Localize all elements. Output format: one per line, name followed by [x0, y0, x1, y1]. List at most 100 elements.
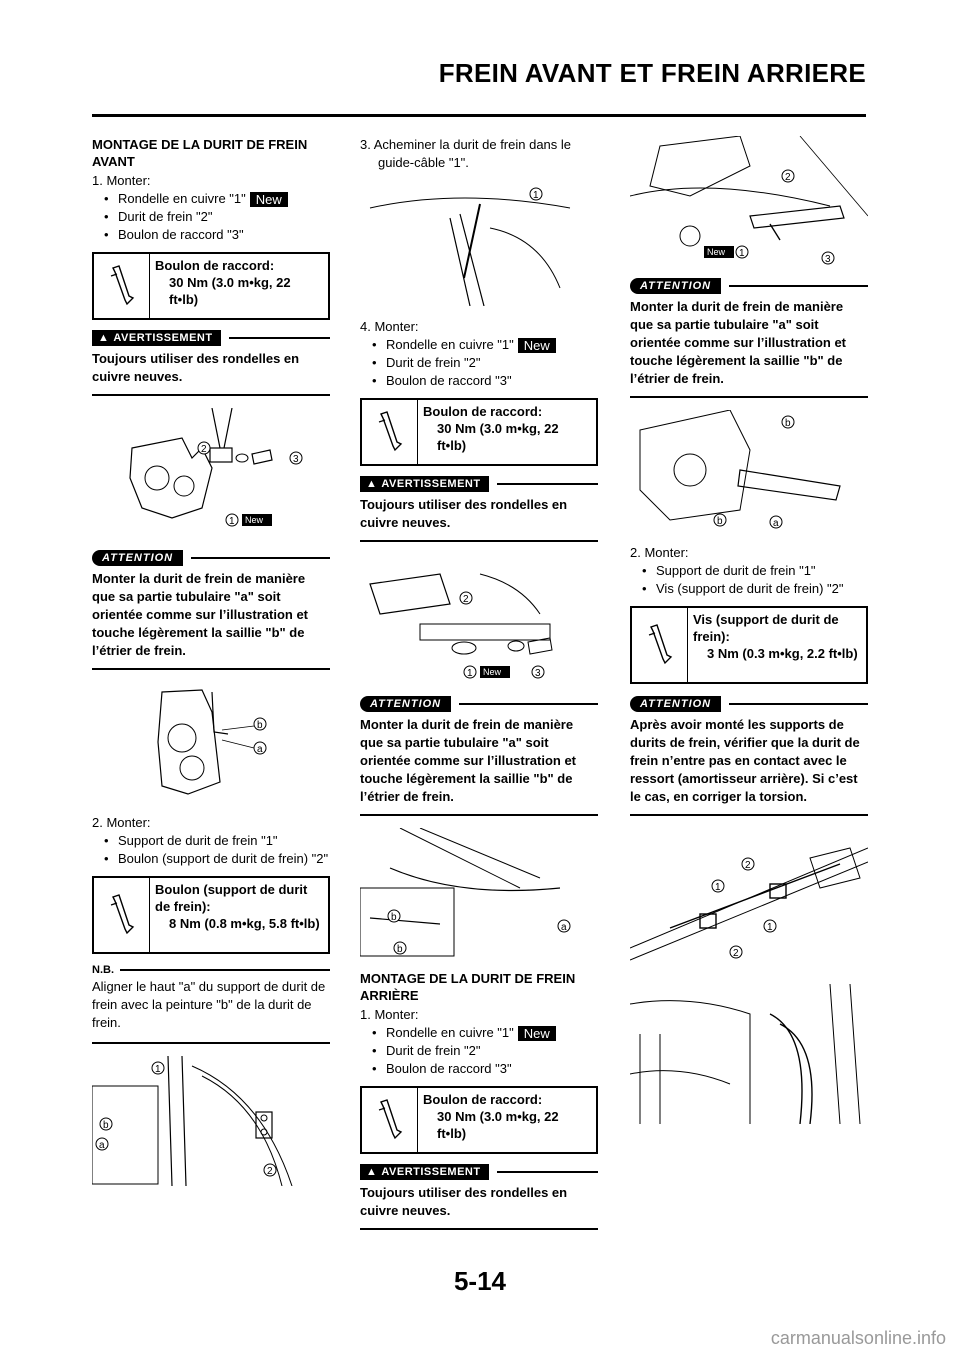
callout-2: 2 [785, 172, 791, 183]
torque-spec-box: Vis (support de durit de frein): 3 Nm (0.… [630, 606, 868, 684]
torque-name: Boulon (support de durit de frein): [155, 882, 308, 914]
warning-triangle-icon: ▲ [98, 332, 110, 344]
attention-header: ATTENTION [630, 696, 868, 712]
torque-wrench-icon [94, 254, 150, 318]
page-number: 5-14 [453, 1266, 507, 1296]
list-item: Boulon de raccord "3" [360, 372, 598, 390]
torque-value: 30 Nm (3.0 m•kg, 22 ft•lb) [437, 421, 559, 453]
step-2: 2. Monter: [630, 545, 689, 560]
step-1: 1. Monter: [92, 173, 151, 188]
callout-2: 2 [745, 860, 751, 871]
list-item: Durit de frein "2" [92, 208, 330, 226]
callout-b: b [397, 944, 403, 955]
illustration-swingarm-holders: 1 2 1 2 [630, 828, 868, 968]
list-item: Support de durit de frein "1" [92, 832, 330, 850]
callout-a: a [99, 1140, 105, 1151]
torque-name: Boulon de raccord: [423, 404, 543, 419]
section-title-front-hose: MONTAGE DE LA DURIT DE FREIN AVANT [92, 137, 308, 169]
attention-header: ATTENTION [630, 278, 868, 294]
warning-text: Toujours utiliser des rondelles en cuivr… [360, 1180, 598, 1230]
new-badge: New [517, 338, 556, 354]
section-title-rear-hose: MONTAGE DE LA DURIT DE FREIN ARRIÈRE [360, 971, 576, 1003]
illustration-rear-wheel [630, 974, 868, 1124]
callout-3: 3 [293, 454, 299, 465]
page-header-title: FREIN AVANT ET FREIN ARRIERE [438, 58, 866, 88]
torque-spec-box: Boulon de raccord: 30 Nm (3.0 m•kg, 22 ft… [360, 1086, 598, 1154]
torque-spec-box: Boulon (support de durit de frein): 8 Nm … [92, 876, 330, 954]
callout-3: 3 [825, 254, 831, 265]
torque-spec-box: Boulon de raccord: 30 Nm (3.0 m•kg, 22 ft… [360, 398, 598, 466]
torque-wrench-icon [362, 1088, 418, 1152]
illustration-caliper-tube: b a [92, 682, 330, 802]
callout-b: b [785, 418, 791, 429]
warning-header: ▲AVERTISSEMENT [92, 330, 330, 346]
column-2: 3. Acheminer la durit de frein dans le g… [360, 136, 598, 1230]
callout-a: a [561, 922, 567, 933]
illustration-rear-caliper-tube: b b a [630, 410, 868, 532]
callout-1: 1 [715, 882, 721, 893]
illustration-master-cylinder: 2 1 New 3 [360, 554, 598, 684]
new-badge: New [245, 515, 264, 525]
attention-header: ATTENTION [360, 696, 598, 712]
list-item: Vis (support de durit de frein) "2" [630, 580, 868, 598]
step-4: 4. Monter: [360, 319, 419, 334]
illustration-hose-holder: 1 b a 2 [92, 1056, 330, 1186]
illustration-caliper-banjo: 2 3 1 New [92, 408, 330, 538]
new-badge: New [249, 192, 288, 208]
torque-value: 30 Nm (3.0 m•kg, 22 ft•lb) [169, 275, 291, 307]
column-1: MONTAGE DE LA DURIT DE FREIN AVANT 1. Mo… [92, 136, 330, 1198]
callout-2: 2 [201, 444, 207, 455]
list-item: Boulon de raccord "3" [360, 1060, 598, 1078]
callout-b: b [257, 720, 263, 731]
warning-triangle-icon: ▲ [366, 478, 378, 490]
torque-spec-box: Boulon de raccord: 30 Nm (3.0 m•kg, 22 ft… [92, 252, 330, 320]
torque-value: 30 Nm (3.0 m•kg, 22 ft•lb) [437, 1109, 559, 1141]
list-item: Boulon (support de durit de frein) "2" [92, 850, 330, 868]
illustration-cable-guide: 1 [360, 178, 598, 306]
attention-header: ATTENTION [92, 550, 330, 566]
warning-header: ▲AVERTISSEMENT [360, 1164, 598, 1180]
attention-text: Monter la durit de frein de manière que … [92, 566, 330, 670]
torque-wrench-icon [632, 608, 688, 682]
callout-a: a [773, 518, 779, 529]
torque-value: 3 Nm (0.3 m•kg, 2.2 ft•lb) [707, 646, 858, 661]
torque-wrench-icon [94, 878, 150, 952]
new-badge: New [483, 667, 502, 677]
callout-b: b [717, 516, 723, 527]
attention-text: Monter la durit de frein de manière que … [360, 712, 598, 816]
callout-1: 1 [155, 1064, 161, 1075]
callout-1: 1 [467, 668, 473, 679]
list-item: Durit de frein "2" [360, 354, 598, 372]
callout-1: 1 [533, 190, 539, 201]
list-item: Rondelle en cuivre "1"New [92, 190, 330, 208]
callout-2: 2 [733, 948, 739, 959]
illustration-rear-caliper-banjo: 2 3 New 1 [630, 136, 868, 266]
warning-triangle-icon: ▲ [366, 1166, 378, 1178]
torque-name: Vis (support de durit de frein): [693, 612, 839, 644]
list-item: Support de durit de frein "1" [630, 562, 868, 580]
torque-wrench-icon [362, 400, 418, 464]
list-item: Durit de frein "2" [360, 1042, 598, 1060]
nb-text: Aligner le haut "a" du support de durit … [92, 976, 330, 1044]
warning-header: ▲AVERTISSEMENT [360, 476, 598, 492]
nb-header: N.B. [92, 964, 330, 976]
step-3: 3. Acheminer la durit de frein dans le g… [360, 137, 572, 170]
attention-text: Après avoir monté les supports de durits… [630, 712, 868, 816]
column-3: 2 3 New 1 ATTENTION Monter la durit de f… [630, 136, 868, 1136]
new-badge: New [517, 1026, 556, 1042]
callout-2: 2 [267, 1166, 273, 1177]
callout-1: 1 [767, 922, 773, 933]
attention-text: Monter la durit de frein de manière que … [630, 294, 868, 398]
torque-name: Boulon de raccord: [423, 1092, 543, 1107]
step-2: 2. Monter: [92, 815, 151, 830]
torque-name: Boulon de raccord: [155, 258, 275, 273]
callout-b: b [391, 912, 397, 923]
torque-value: 8 Nm (0.8 m•kg, 5.8 ft•lb) [169, 916, 320, 931]
list-item: Boulon de raccord "3" [92, 226, 330, 244]
callout-1: 1 [739, 248, 745, 259]
callout-2: 2 [463, 594, 469, 605]
illustration-lever-hose: b b a [360, 828, 598, 958]
list-item: Rondelle en cuivre "1"New [360, 1024, 598, 1042]
new-badge: New [707, 247, 726, 257]
callout-3: 3 [535, 668, 541, 679]
